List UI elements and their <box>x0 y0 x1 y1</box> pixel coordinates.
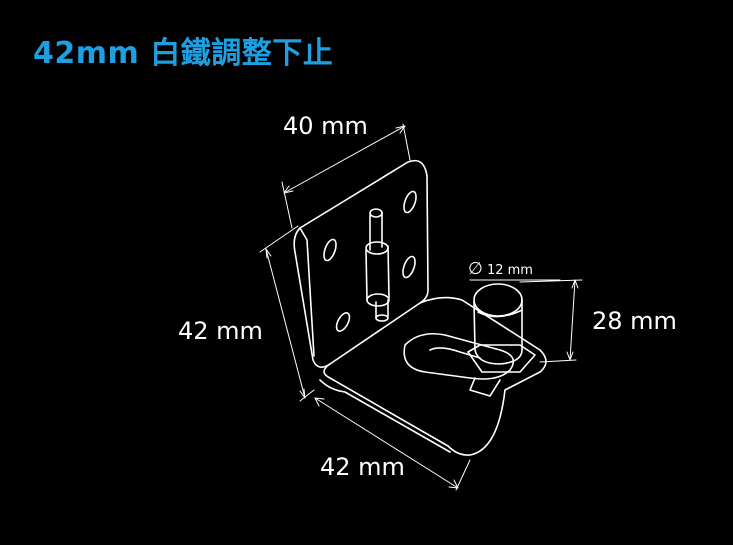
bumper-nut <box>467 344 536 373</box>
pin-diameter-label: ∅ 12 mm <box>468 261 533 278</box>
pin-diameter-value: 12 mm <box>486 263 533 278</box>
bottom-depth-label: 42 mm <box>320 453 405 481</box>
base-bend-line <box>319 379 451 453</box>
slot-top-right <box>403 190 417 214</box>
page-title: 42mm 白鐵調整下止 <box>33 36 334 71</box>
plate-thickness-edge <box>299 227 315 357</box>
bumper-body <box>473 299 523 365</box>
slot-top-left <box>323 238 337 262</box>
diameter-symbol-icon: ∅ <box>468 259 483 279</box>
bumper-top <box>473 283 523 317</box>
base-plate <box>323 296 547 456</box>
right-height-label: 28 mm <box>592 307 677 335</box>
vertical-plate <box>293 159 429 368</box>
base-slot <box>403 332 515 380</box>
top-width-label: 40 mm <box>283 112 368 140</box>
slot-bottom-right <box>402 255 416 279</box>
slot-bottom-left <box>335 312 351 332</box>
left-height-label: 42 mm <box>178 317 263 345</box>
